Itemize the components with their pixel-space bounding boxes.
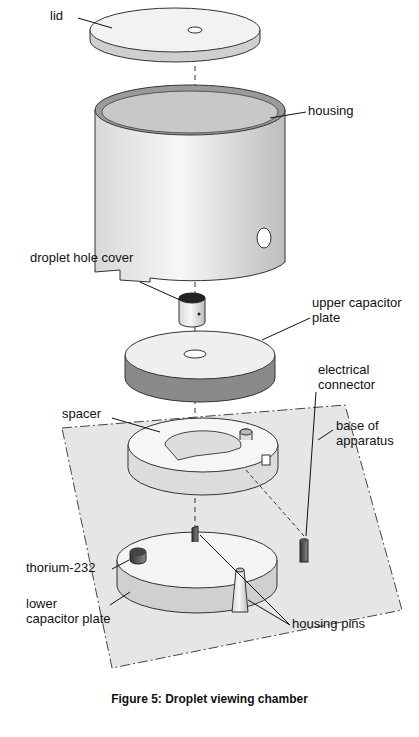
leader-lines [78,18,333,625]
part-label: lower capacitor plate [26,596,111,626]
part-label: upper capacitor plate [312,295,407,325]
part-label: droplet hole cover [30,250,140,265]
guide-line [246,470,304,536]
part-label: electrical connector [318,362,413,392]
lid-part [90,8,260,62]
part-label: spacer [62,406,122,421]
connector-pin [300,538,308,562]
hole-cover-part [179,293,205,327]
part-label: thorium-232 [26,560,116,575]
part-label: base of apparatus [336,418,414,448]
part-label: housing pins [292,616,372,631]
upper-plate-part [125,331,275,402]
lower-plate-part [117,526,277,613]
figure-caption: Figure 5: Droplet viewing chamber [0,692,419,706]
part-label: lid [50,8,90,23]
part-label: housing [308,103,398,118]
